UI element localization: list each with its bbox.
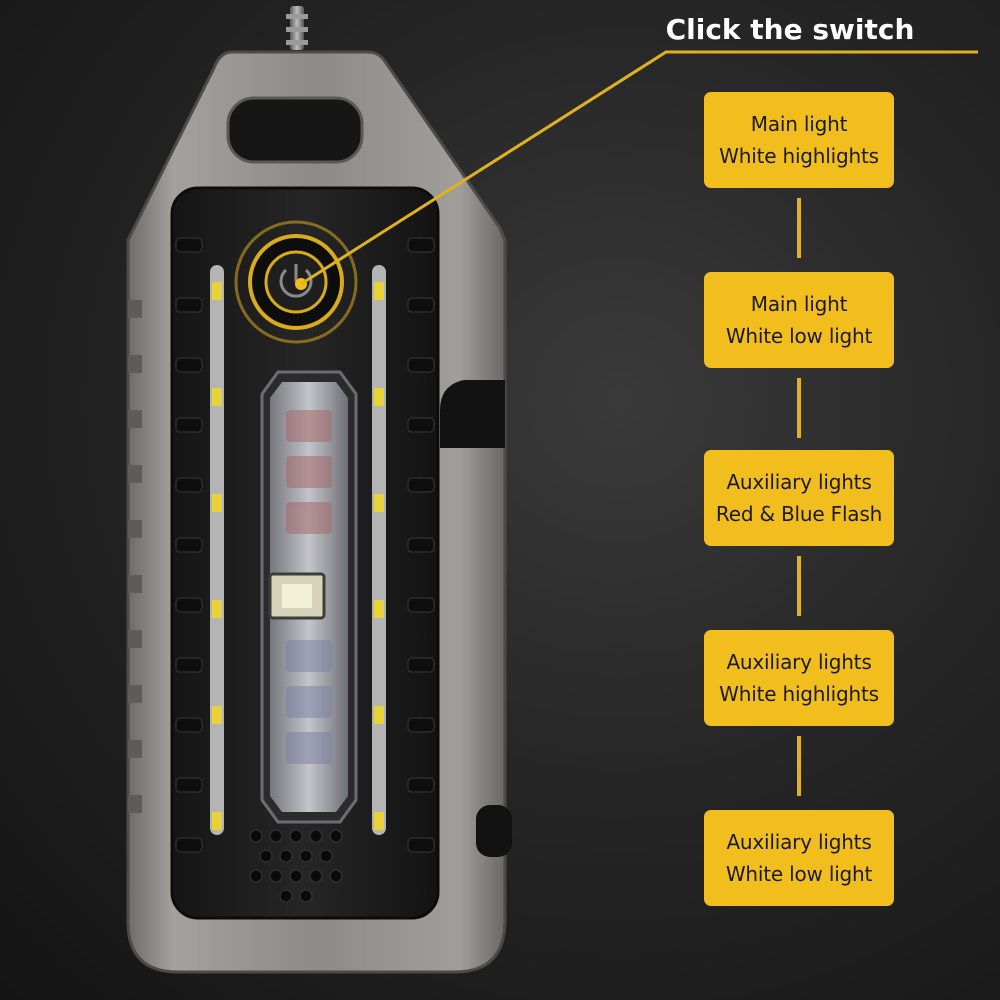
mode-box-line2: White low light <box>725 324 873 348</box>
mode-box-line1: Main light <box>750 112 848 136</box>
mode-box-line2: White low light <box>725 862 873 886</box>
switch-callout-line <box>300 50 978 286</box>
lanyard-hole <box>226 96 364 164</box>
power-button-icon[interactable] <box>234 220 358 344</box>
mode-connector <box>797 198 801 258</box>
mode-box-line1: Auxiliary lights <box>726 470 872 494</box>
cob-led-icon <box>268 572 326 620</box>
mode-box-4: Auxiliary lights White highlights <box>704 630 894 726</box>
callout-title: Click the switch <box>665 13 915 46</box>
mode-box-line2: White highlights <box>719 144 879 168</box>
vent-holes <box>249 829 343 903</box>
mode-box-line2: Red & Blue Flash <box>715 502 883 526</box>
mode-connector <box>797 556 801 616</box>
mode-connector <box>797 736 801 796</box>
mode-box-2: Main light White low light <box>704 272 894 368</box>
aux-led-strip-left <box>210 265 224 835</box>
mode-box-5: Auxiliary lights White low light <box>704 810 894 906</box>
mode-box-line1: Auxiliary lights <box>726 650 872 674</box>
mode-box-1: Main light White highlights <box>704 92 894 188</box>
rubber-ribs <box>175 237 435 853</box>
metal-ribs <box>128 300 142 813</box>
bottom-slot <box>476 805 512 857</box>
mode-box-3: Auxiliary lights Red & Blue Flash <box>704 450 894 546</box>
mode-box-line2: White highlights <box>719 682 879 706</box>
mode-box-line1: Main light <box>750 292 848 316</box>
bottle-opener-notch <box>440 380 505 448</box>
breaker-pin <box>286 6 308 50</box>
aux-led-strip-right <box>372 265 386 835</box>
mode-box-line1: Auxiliary lights <box>726 830 872 854</box>
mode-connector <box>797 378 801 438</box>
